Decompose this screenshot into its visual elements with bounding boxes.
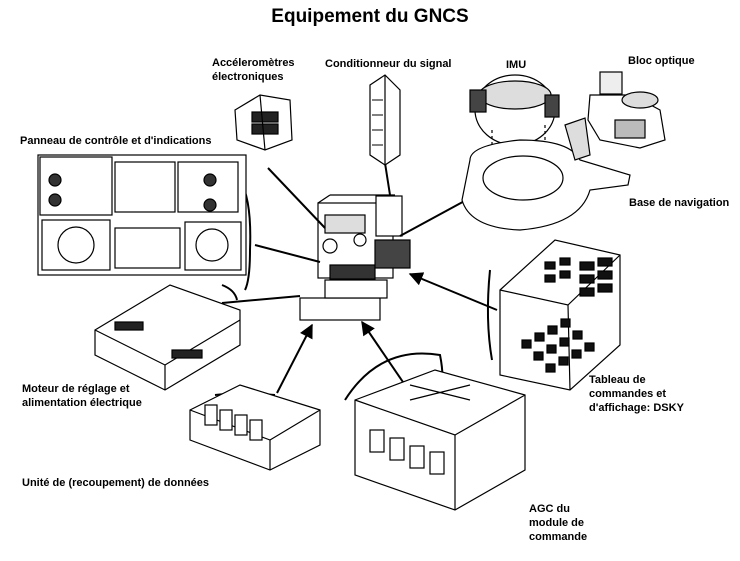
label-panneau: Panneau de contrôle et d'indications [20, 135, 212, 147]
central-gncs-assembly [299, 194, 411, 321]
label-imu: IMU [506, 59, 527, 71]
arrow-agc [361, 320, 406, 386]
label-tableau-line2: commandes et [589, 388, 667, 400]
agc-device [354, 369, 526, 511]
label-tableau-line1: Tableau de [589, 374, 646, 386]
unite-donnees-device [189, 384, 321, 471]
accelerometres-device [234, 94, 293, 151]
label-base-navigation: Base de navigation [629, 197, 730, 209]
diagram-title: Equipement du GNCS [271, 6, 469, 27]
arrow-unite [276, 323, 313, 394]
line-imu-base [399, 197, 471, 237]
label-conditionneur: Conditionneur du signal [325, 58, 452, 70]
label-moteur-line1: Moteur de réglage et [22, 383, 130, 395]
conditionneur-device [369, 74, 401, 166]
label-unite-donnees: Unité de (recoupement) de données [22, 477, 210, 489]
moteur-reglage-device [94, 284, 241, 391]
line-moteur [221, 295, 301, 304]
panneau-controle-device [37, 154, 247, 276]
line-conditionneur [384, 162, 391, 196]
label-agc-line3: commande [529, 531, 588, 543]
line-accelerometres [267, 167, 326, 229]
bloc-optique-device [587, 71, 666, 149]
dsky-device [499, 239, 621, 391]
label-agc-line2: module de [529, 517, 585, 529]
imu-device [469, 74, 560, 190]
label-accelerometres-line2: électroniques [212, 71, 284, 83]
label-agc-line1: AGC du [529, 503, 570, 515]
label-tableau-line3: d'affichage: DSKY [589, 402, 684, 414]
label-bloc-optique: Bloc optique [628, 55, 695, 67]
base-navigation-device [461, 117, 631, 231]
bracket-moteur [221, 284, 238, 301]
label-moteur-line2: alimentation électrique [22, 397, 142, 409]
line-panneau [254, 244, 321, 263]
label-accelerometres-line1: Accéleromètres [212, 57, 295, 69]
connector-lines [221, 162, 498, 394]
arrow-dsky [408, 272, 498, 311]
bracket-dsky [486, 269, 493, 361]
